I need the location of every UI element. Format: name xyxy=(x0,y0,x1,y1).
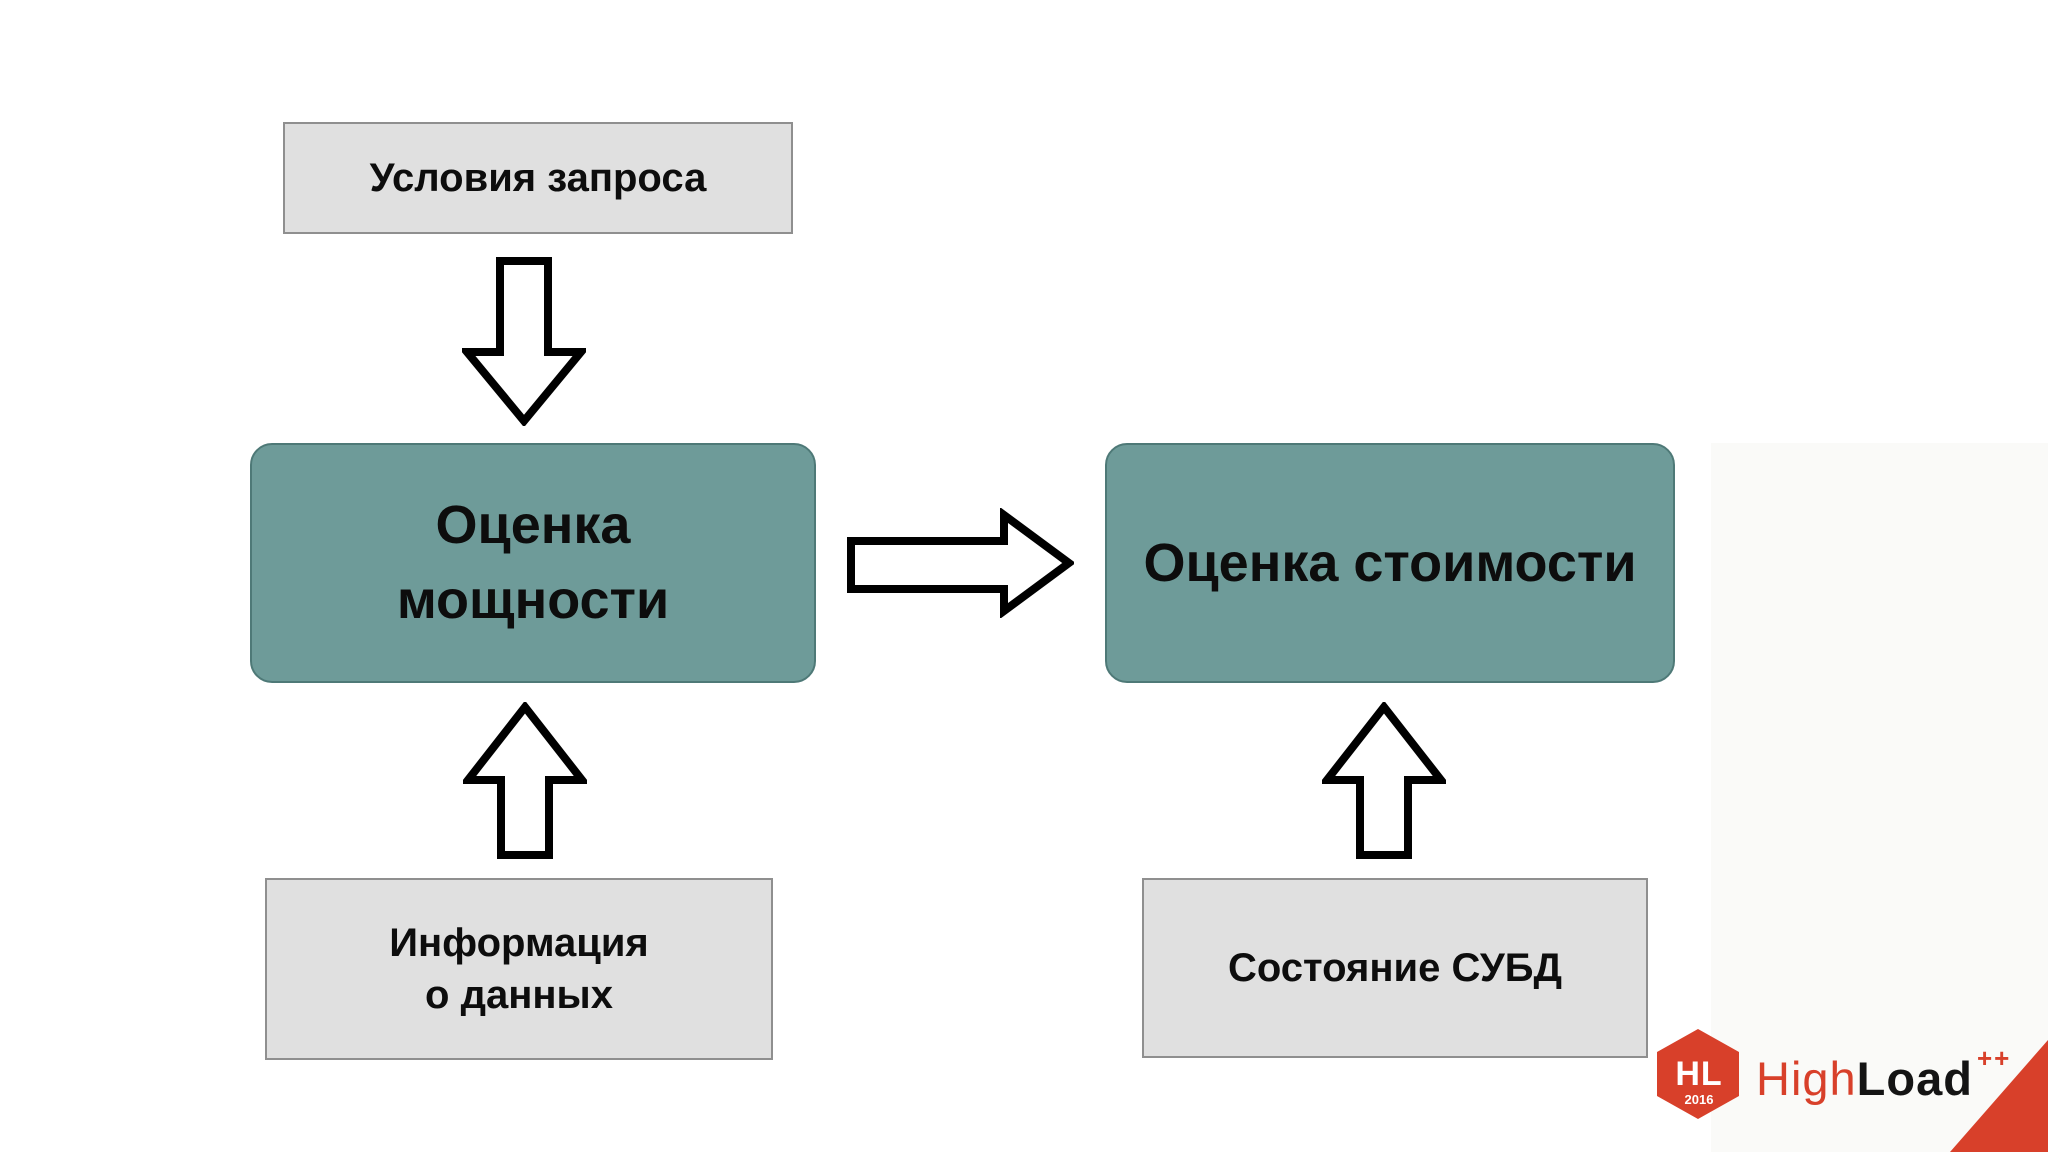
slide-background-panel xyxy=(1711,443,2048,1152)
corner-triangle-decoration xyxy=(1950,1040,2048,1152)
data-information-label-line2: о данных xyxy=(425,973,613,1017)
cost-estimation-label: Оценка стоимости xyxy=(1143,532,1637,593)
query-conditions-box: Условия запроса xyxy=(283,122,793,234)
logo-badge-year: 2016 xyxy=(1685,1092,1714,1107)
highload-wordmark: HighLoad++ xyxy=(1756,1043,2011,1106)
right-arrow-icon xyxy=(846,508,1074,618)
data-information-box: Информация о данных xyxy=(265,878,773,1060)
data-information-label-line1: Информация xyxy=(389,921,649,965)
cardinality-estimation-label-line1: Оценка xyxy=(435,495,631,556)
data-information-label: Информация о данных xyxy=(389,917,649,1021)
up-arrow-left-icon xyxy=(463,702,587,860)
highload-logo: HL 2016 HighLoad++ xyxy=(1656,1028,2011,1120)
down-arrow-icon xyxy=(462,256,586,426)
query-conditions-label: Условия запроса xyxy=(369,156,707,200)
cardinality-estimation-label: Оценка мощности xyxy=(397,488,669,637)
cardinality-estimation-label-line2: мощности xyxy=(396,570,670,630)
logo-text-high: High xyxy=(1756,1051,1857,1105)
cardinality-estimation-box: Оценка мощности xyxy=(250,443,816,683)
logo-text-plusplus: ++ xyxy=(1976,1042,2012,1073)
logo-badge-initials: HL xyxy=(1675,1055,1722,1093)
cost-estimation-box: Оценка стоимости xyxy=(1105,443,1675,683)
dbms-state-label: Состояние СУБД xyxy=(1228,946,1562,990)
logo-text-load: Load xyxy=(1856,1051,1973,1105)
dbms-state-box: Состояние СУБД xyxy=(1142,878,1648,1058)
up-arrow-right-icon xyxy=(1322,702,1446,860)
highload-hexagon-icon: HL 2016 xyxy=(1657,1029,1739,1119)
